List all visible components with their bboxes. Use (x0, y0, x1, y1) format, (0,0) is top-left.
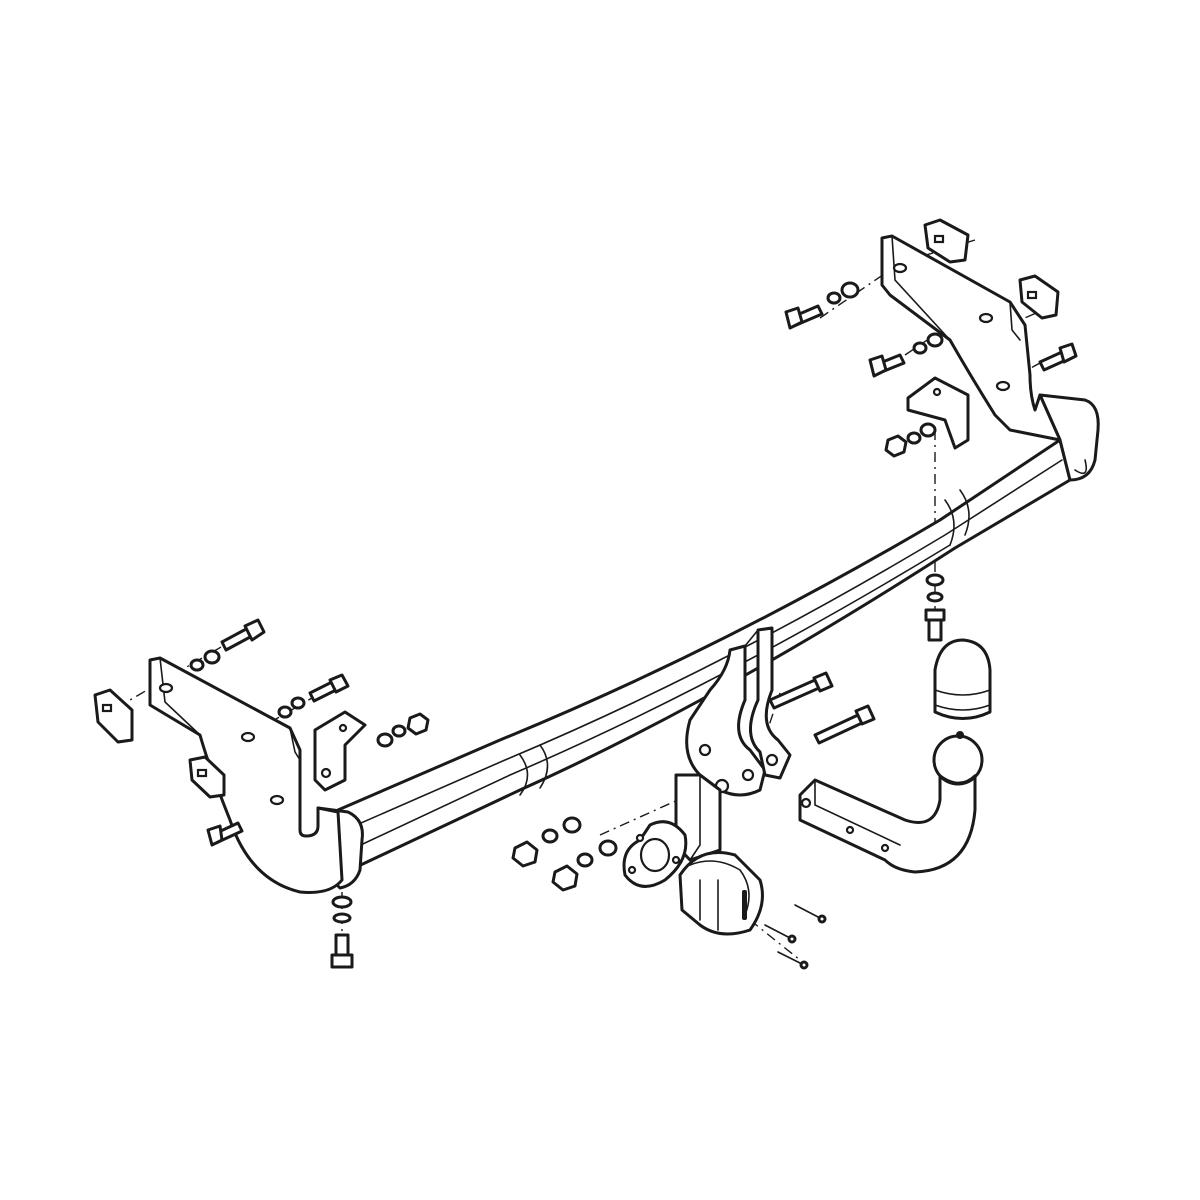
tow-ball-cap (933, 638, 992, 720)
bolt-left-lower (206, 821, 244, 847)
socket-plate (622, 773, 722, 888)
washer (331, 895, 353, 909)
bolt-center-lower (813, 704, 876, 745)
washer (598, 839, 618, 857)
washer (576, 852, 594, 868)
nut (884, 434, 908, 458)
nut (511, 840, 539, 868)
angle-bracket-right (906, 376, 970, 450)
washer (189, 658, 205, 672)
bolt-right-top (784, 304, 824, 330)
washer (290, 696, 306, 710)
clip-right-lower (1018, 274, 1060, 320)
bolt-left-bottom (330, 933, 354, 969)
screw-socket-2 (764, 924, 797, 944)
washer (906, 431, 922, 445)
bolt-center-upper (768, 671, 834, 710)
washer (826, 291, 842, 305)
angle-brackets (313, 376, 970, 792)
washer (376, 732, 394, 748)
washer (203, 649, 221, 665)
angle-bracket-left (313, 710, 367, 792)
bolt-right-bottom (924, 608, 946, 642)
bolt-left-mid (308, 673, 350, 703)
screw-socket-1 (794, 904, 827, 924)
washer (926, 332, 944, 348)
nut (406, 712, 430, 736)
socket-lid-latch (742, 890, 747, 920)
washer (840, 281, 860, 299)
electrical-socket (678, 851, 764, 936)
washers (189, 281, 945, 924)
washer (919, 422, 937, 438)
clip-right-upper (923, 218, 970, 264)
washer (541, 828, 559, 844)
nuts (406, 434, 908, 892)
washer (391, 724, 407, 738)
bolt-left-top (220, 618, 266, 652)
clip-left-upper (93, 688, 134, 744)
bolt-right-mid (868, 353, 906, 378)
right-side-bracket (880, 234, 1062, 442)
washer (925, 573, 945, 587)
nut (551, 864, 579, 892)
left-side-bracket (148, 656, 344, 894)
washer (912, 341, 928, 355)
washer (332, 912, 352, 924)
clip-left-lower (188, 755, 226, 799)
tow-ball-neck (798, 731, 984, 874)
washer (277, 705, 293, 719)
bolts (206, 304, 1078, 970)
mounting-clips (93, 218, 1060, 799)
screw-socket-3 (777, 951, 809, 970)
bolt-right-side (1038, 342, 1078, 372)
washer (926, 591, 944, 603)
washer (562, 816, 582, 834)
